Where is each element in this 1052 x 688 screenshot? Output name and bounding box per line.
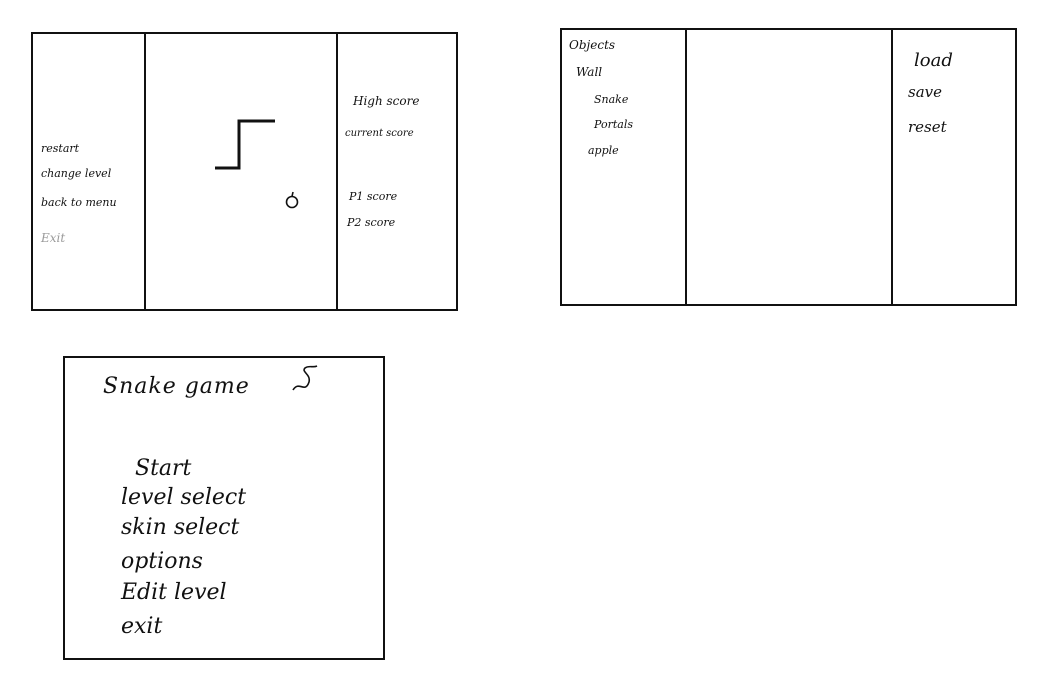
snake-doodle-icon	[292, 365, 318, 391]
left-panel-divider	[144, 34, 146, 309]
object-portals[interactable]: Portals	[594, 118, 633, 131]
load-button[interactable]: load	[914, 50, 953, 71]
back-to-menu-button[interactable]: back to menu	[41, 196, 117, 209]
menu-title: Snake game	[103, 374, 250, 399]
exit-button[interactable]: exit	[121, 614, 163, 639]
p2-score-label: P2 score	[347, 216, 396, 229]
options-button[interactable]: options	[121, 549, 203, 574]
object-wall[interactable]: Wall	[576, 65, 603, 79]
right-panel-divider	[336, 34, 338, 309]
level-editor-sketch: Objects Wall Snake Portals apple load sa…	[560, 28, 1017, 306]
game-screen-sketch: restart change level back to menu Exit H…	[31, 32, 458, 311]
change-level-button[interactable]: change level	[41, 167, 112, 180]
reset-button[interactable]: reset	[908, 118, 947, 136]
actions-panel-divider	[891, 30, 893, 304]
skin-select-button[interactable]: skin select	[121, 515, 240, 540]
object-apple[interactable]: apple	[588, 144, 619, 157]
high-score-label: High score	[353, 94, 420, 108]
current-score-label: current score	[345, 128, 414, 139]
save-button[interactable]: save	[908, 83, 942, 101]
objects-panel-divider	[685, 30, 687, 304]
object-snake[interactable]: Snake	[594, 93, 629, 106]
restart-button[interactable]: restart	[41, 142, 80, 155]
apple-icon	[285, 191, 299, 209]
start-button[interactable]: Start	[135, 456, 192, 481]
level-select-button[interactable]: level select	[121, 485, 247, 510]
p1-score-label: P1 score	[349, 190, 398, 203]
snake-sketch	[215, 119, 275, 170]
exit-button[interactable]: Exit	[41, 231, 66, 245]
main-menu-sketch: Snake game Start level select skin selec…	[63, 356, 385, 660]
objects-title: Objects	[569, 38, 616, 52]
edit-level-button[interactable]: Edit level	[121, 580, 227, 605]
